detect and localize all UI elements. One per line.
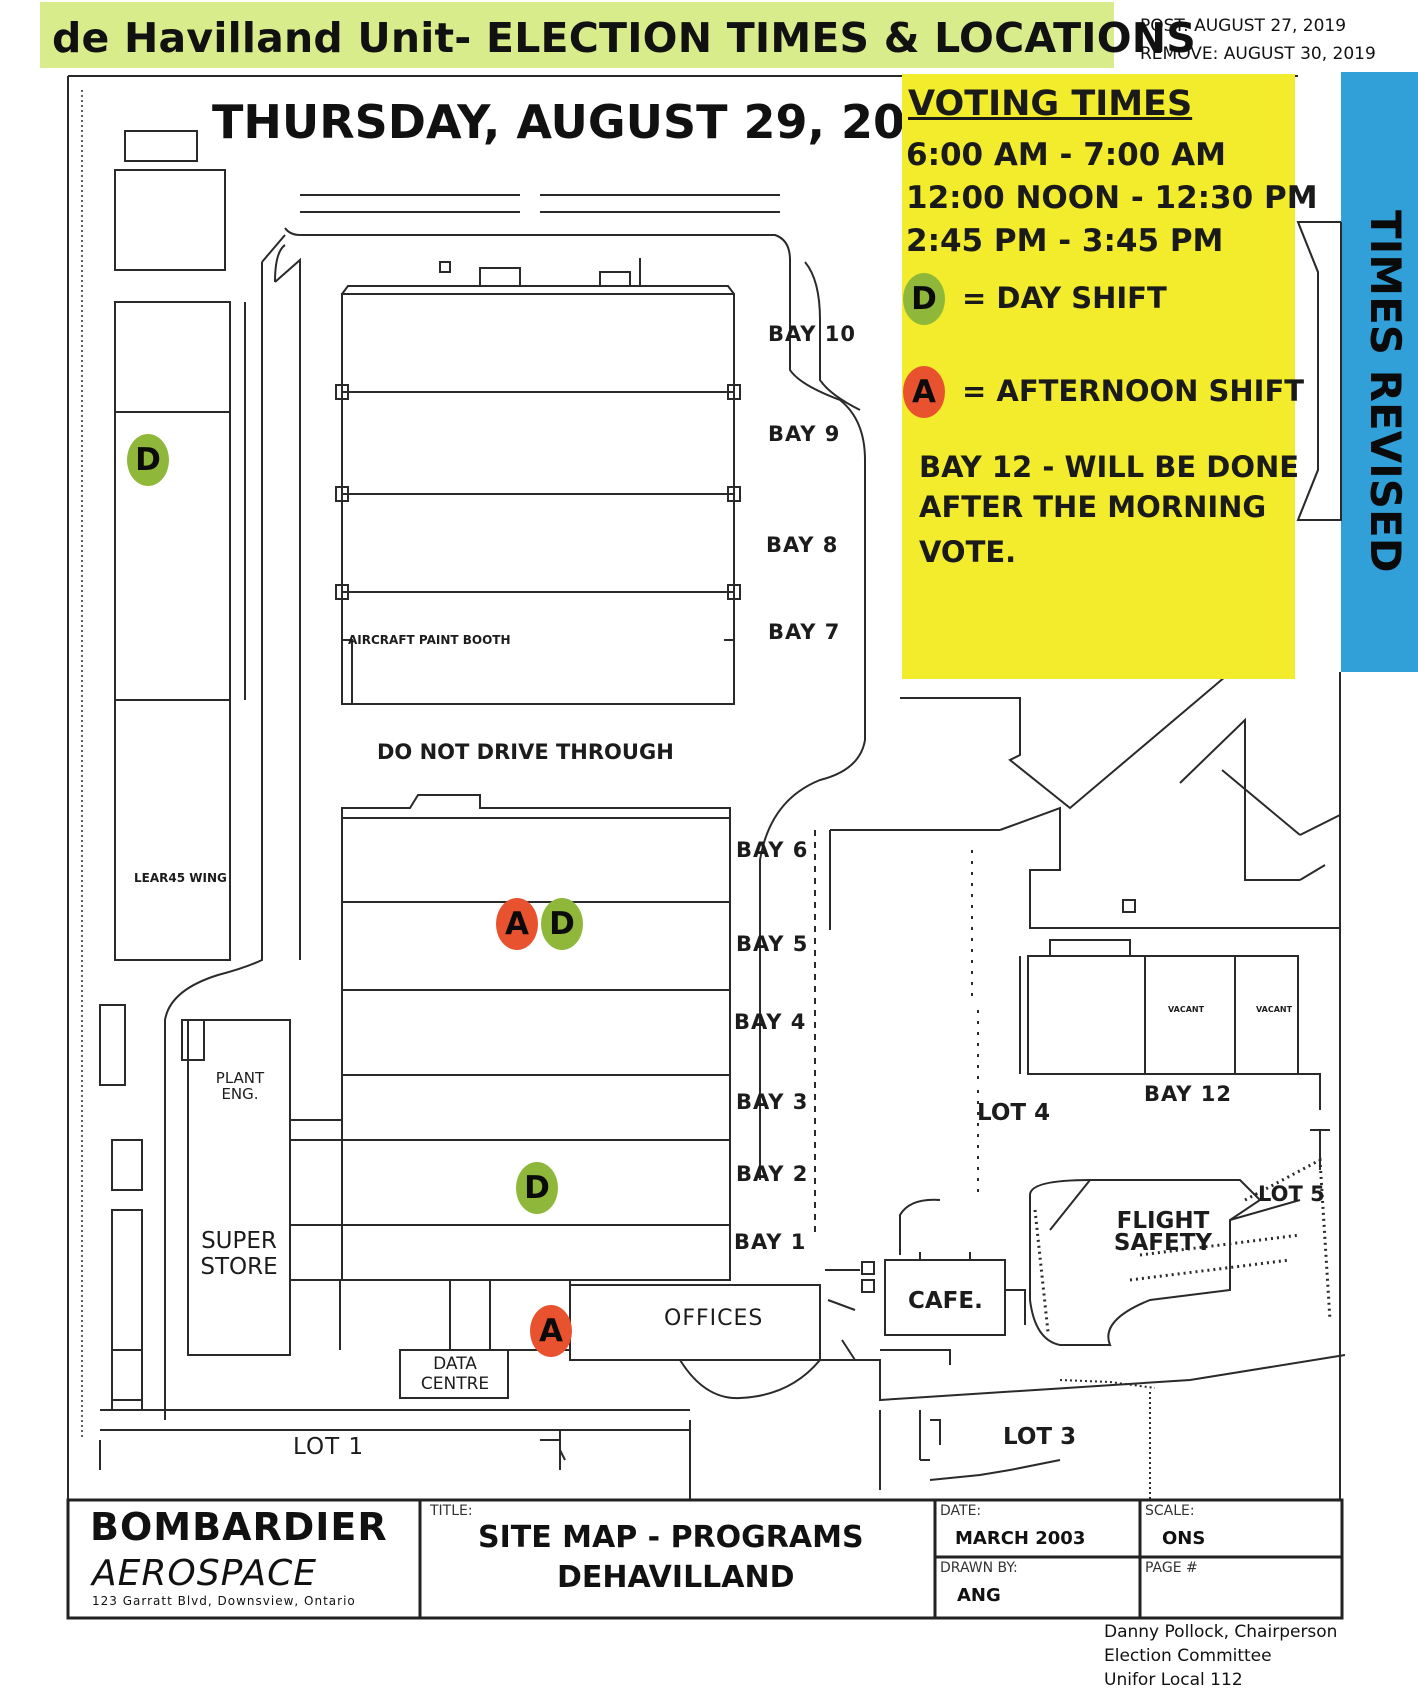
voting-times-box xyxy=(902,74,1295,679)
bay-12-label: BAY 12 xyxy=(1144,1082,1232,1106)
legend-afternoon-marker: A xyxy=(903,366,945,418)
title-block-frame xyxy=(66,1498,1344,1620)
date-label: DATE: xyxy=(940,1503,982,1519)
vacant-label-2: VACANT xyxy=(1256,1005,1293,1014)
bay-10-label: BAY 10 xyxy=(768,322,856,346)
company-logo-name: BOMBARDIER xyxy=(90,1505,388,1549)
bay-7-label: BAY 7 xyxy=(768,620,841,644)
company-division: AEROSPACE xyxy=(92,1553,317,1594)
bay5-afternoon-marker: A xyxy=(496,898,538,950)
bay-2-label: BAY 2 xyxy=(736,1162,809,1186)
signature-line-1: Danny Pollock, Chairperson xyxy=(1104,1622,1338,1642)
bay-3-label: BAY 3 xyxy=(736,1090,809,1114)
drawn-by-value: ANG xyxy=(957,1585,1001,1606)
voting-time-2: 12:00 NOON - 12:30 PM xyxy=(906,180,1318,216)
map-title-line-2: DEHAVILLAND xyxy=(557,1560,795,1595)
scale-value: ONS xyxy=(1162,1528,1206,1549)
signature-line-3: Unifor Local 112 xyxy=(1104,1670,1243,1690)
legend-afternoon-text: = AFTERNOON SHIFT xyxy=(962,374,1305,408)
title-label: TITLE: xyxy=(430,1503,473,1519)
lear-wing-label: LEAR45 WING xyxy=(134,871,227,885)
legend-day-text: = DAY SHIFT xyxy=(962,281,1167,315)
bay12-note-line-1: BAY 12 - WILL BE DONE xyxy=(919,450,1300,484)
bay-8-label: BAY 8 xyxy=(766,533,839,557)
paint-booth-label: AIRCRAFT PAINT BOOTH xyxy=(348,633,511,647)
offices-afternoon-marker: A xyxy=(530,1305,572,1357)
do-not-drive-label: DO NOT DRIVE THROUGH xyxy=(377,740,674,764)
offices-label: OFFICES xyxy=(664,1306,764,1331)
bay-4-label: BAY 4 xyxy=(734,1010,807,1034)
post-date: POST: AUGUST 27, 2019 xyxy=(1140,16,1347,36)
times-revised-banner xyxy=(1341,72,1418,672)
vacant-label-1: VACANT xyxy=(1168,1005,1205,1014)
bay-1-label: BAY 1 xyxy=(734,1230,807,1254)
title-banner xyxy=(40,2,1114,68)
legend-day-marker: D xyxy=(903,273,945,325)
post-remove-dates: POST: AUGUST 27, 2019 REMOVE: AUGUST 30,… xyxy=(1140,12,1376,68)
bay2-day-marker: D xyxy=(516,1162,558,1214)
scale-label: SCALE: xyxy=(1145,1503,1195,1519)
remove-date: REMOVE: AUGUST 30, 2019 xyxy=(1140,44,1376,64)
drawn-by-label: DRAWN BY: xyxy=(940,1560,1018,1576)
lot-5-label: LOT 5 xyxy=(1258,1182,1325,1206)
bay5-day-marker: D xyxy=(541,898,583,950)
super-store-label: SUPER STORE xyxy=(200,1228,278,1280)
flight-safety-label: FLIGHT SAFETY xyxy=(1113,1208,1213,1256)
election-date: THURSDAY, AUGUST 29, 2019 xyxy=(212,95,970,149)
map-title-line-1: SITE MAP - PROGRAMS xyxy=(478,1520,864,1555)
plant-eng-label: PLANT ENG. xyxy=(215,1069,265,1103)
lot-1-label: LOT 1 xyxy=(293,1434,365,1460)
voting-time-3: 2:45 PM - 3:45 PM xyxy=(906,223,1224,259)
date-value: MARCH 2003 xyxy=(955,1528,1086,1549)
data-centre-label: DATA CENTRE xyxy=(420,1354,490,1394)
signature-line-2: Election Committee xyxy=(1104,1646,1272,1666)
bay-5-label: BAY 5 xyxy=(736,932,809,956)
bay-9-label: BAY 9 xyxy=(768,422,841,446)
lot-3-label: LOT 3 xyxy=(1003,1424,1077,1450)
bay12-note-line-3: VOTE. xyxy=(919,535,1017,569)
company-address: 123 Garratt Blvd, Downsview, Ontario xyxy=(92,1594,356,1608)
voting-time-1: 6:00 AM - 7:00 AM xyxy=(906,137,1226,173)
voting-times-title: VOTING TIMES xyxy=(908,84,1193,124)
bay-6-label: BAY 6 xyxy=(736,838,809,862)
times-revised-label: TIMES REVISED xyxy=(1361,210,1410,573)
signature-block: Danny Pollock, Chairperson Election Comm… xyxy=(1104,1620,1337,1692)
revised-arrow-icon xyxy=(1298,222,1342,521)
page-label: PAGE # xyxy=(1145,1560,1198,1576)
cafe-label: CAFE. xyxy=(908,1288,983,1314)
lear-wing-day-marker: D xyxy=(127,434,169,486)
lot-4-label: LOT 4 xyxy=(977,1100,1051,1126)
bay12-note-line-2: AFTER THE MORNING xyxy=(919,490,1267,524)
page-title: de Havilland Unit- ELECTION TIMES & LOCA… xyxy=(52,14,1197,62)
